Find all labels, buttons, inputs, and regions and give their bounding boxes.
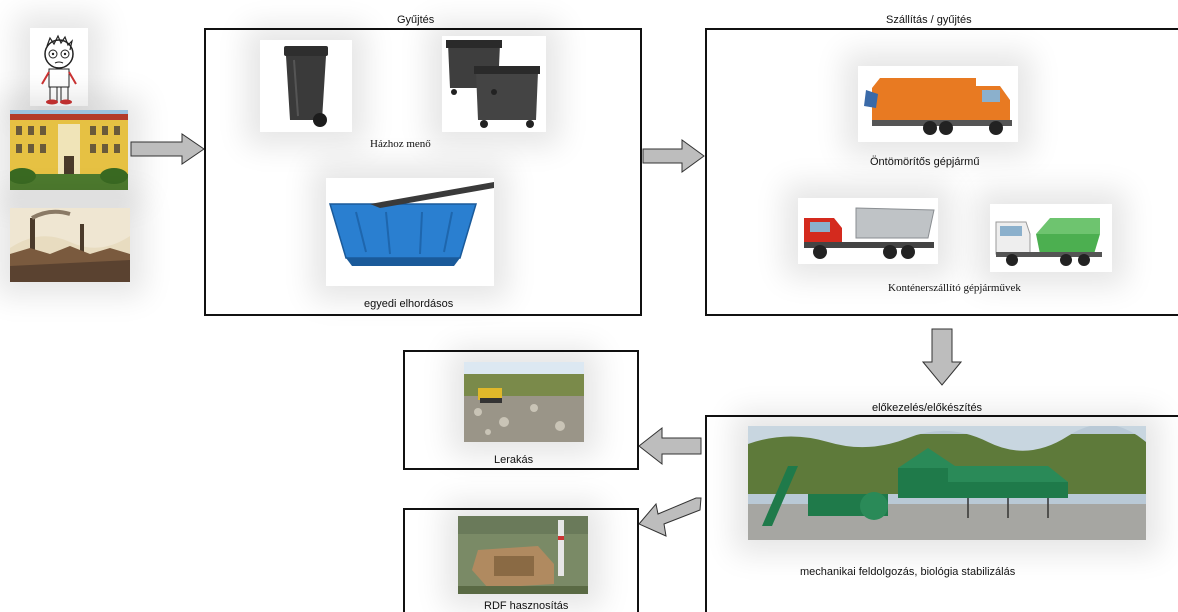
wheelie-bin-image bbox=[260, 40, 352, 132]
landfill-icon bbox=[464, 362, 584, 442]
compactor-label: Öntömörítős gépjármű bbox=[870, 156, 980, 168]
skip-container-image bbox=[326, 178, 494, 286]
building-image bbox=[10, 110, 128, 190]
process-label: mechanikai feldolgozás, biológia stabili… bbox=[800, 566, 1016, 578]
compactor-truck-image bbox=[858, 66, 1018, 142]
large-bins-icon bbox=[442, 36, 546, 132]
arrow-sources-to-collection bbox=[130, 133, 205, 165]
factory-image bbox=[10, 208, 130, 282]
arrow-transport-to-pretreatment bbox=[922, 328, 962, 386]
processing-plant-image bbox=[748, 426, 1146, 540]
person-icon bbox=[30, 28, 88, 106]
landfill-image bbox=[464, 362, 584, 442]
large-bins-image bbox=[442, 36, 546, 132]
pretreatment-title: előkezelés/előkészítés bbox=[872, 402, 983, 414]
arrow-pretreatment-to-rdf bbox=[638, 497, 702, 537]
landfill-label: Lerakás bbox=[494, 454, 534, 466]
skip-label: egyedi elhordásos bbox=[364, 298, 454, 310]
wheelie-bin-icon bbox=[260, 40, 352, 132]
container-label: Konténerszállító gépjárművek bbox=[888, 282, 1021, 294]
person-image bbox=[30, 28, 88, 106]
collection-title: Gyűjtés bbox=[397, 14, 435, 26]
skip-container-icon bbox=[326, 178, 494, 286]
container-truck-red-icon bbox=[798, 198, 938, 264]
building-icon bbox=[10, 110, 128, 190]
household-label: Házhoz menő bbox=[370, 138, 431, 150]
processing-plant-icon bbox=[748, 426, 1146, 540]
arrow-collection-to-transport bbox=[642, 139, 705, 173]
factory-icon bbox=[10, 208, 130, 282]
arrow-pretreatment-to-landfill bbox=[638, 426, 702, 466]
rdf-label: RDF hasznosítás bbox=[484, 600, 569, 612]
rdf-plant-image bbox=[458, 516, 588, 594]
container-truck-green-image bbox=[990, 204, 1112, 272]
transport-title: Szállítás / gyűjtés bbox=[886, 14, 972, 26]
container-truck-green-icon bbox=[990, 204, 1112, 272]
compactor-truck-icon bbox=[858, 66, 1018, 142]
rdf-plant-icon bbox=[458, 516, 588, 594]
container-truck-red-image bbox=[798, 198, 938, 264]
